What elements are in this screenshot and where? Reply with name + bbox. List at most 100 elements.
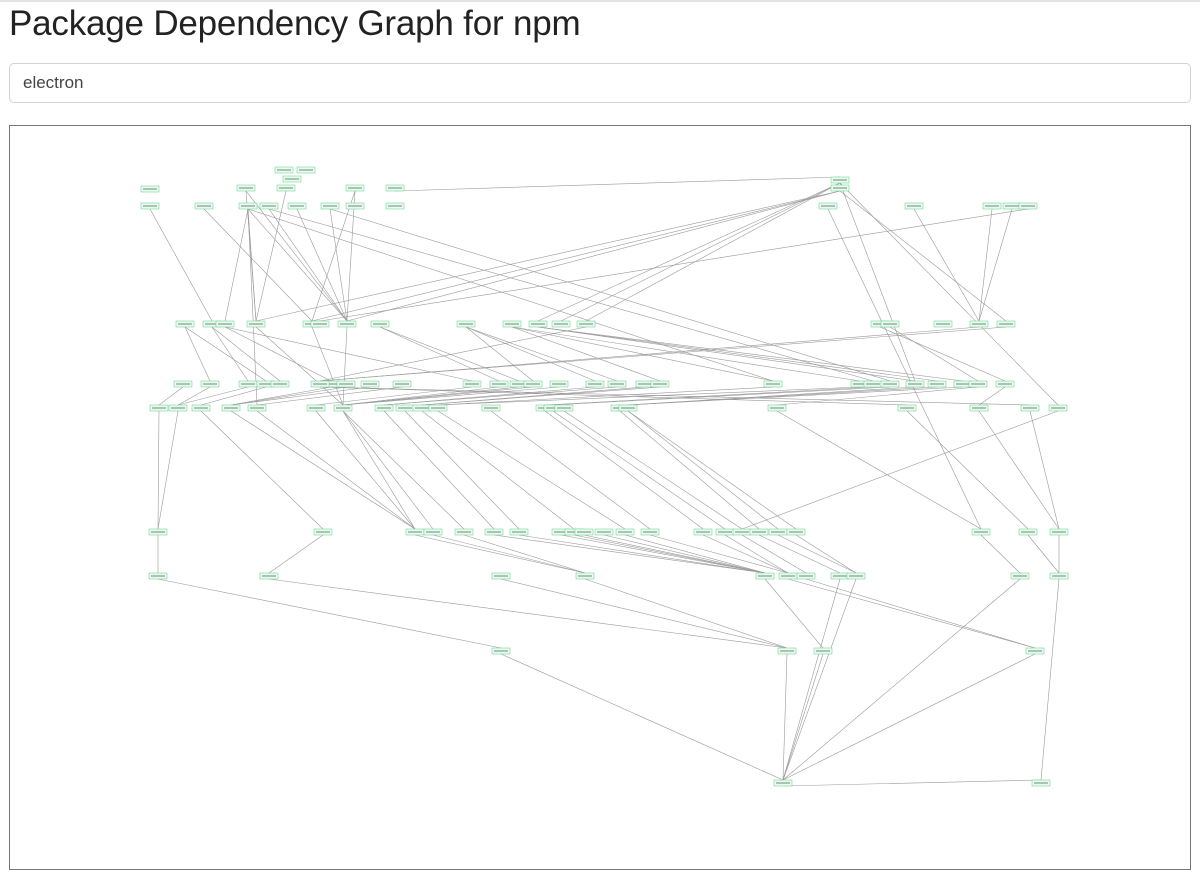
package-node[interactable] [1018,528,1038,536]
package-node[interactable] [310,380,330,388]
package-node[interactable] [247,404,267,412]
package-node[interactable] [640,528,660,536]
package-node[interactable] [345,184,365,192]
package-node[interactable] [491,647,511,655]
package-node[interactable] [191,404,211,412]
package-node[interactable] [933,320,953,328]
package-node[interactable] [405,528,425,536]
package-node[interactable] [310,320,330,328]
package-node[interactable] [574,528,594,536]
package-node[interactable] [336,380,356,388]
package-node[interactable] [148,528,168,536]
package-node[interactable] [594,528,614,536]
package-node[interactable] [313,528,333,536]
package-search-input[interactable] [10,64,1190,102]
package-node[interactable] [880,320,900,328]
package-node[interactable] [995,380,1015,388]
package-node[interactable] [374,404,394,412]
package-node[interactable] [509,528,529,536]
package-node[interactable] [370,320,390,328]
package-node[interactable] [1048,404,1068,412]
package-node[interactable] [650,380,670,388]
package-node[interactable] [333,404,353,412]
package-node[interactable] [796,572,816,580]
package-node[interactable] [173,380,193,388]
package-node[interactable] [905,380,925,388]
package-node[interactable] [221,404,241,412]
package-node[interactable] [238,380,258,388]
package-node[interactable] [423,528,443,536]
package-node[interactable] [615,528,635,536]
package-node[interactable] [194,202,214,210]
package-node[interactable] [502,320,522,328]
package-node[interactable] [693,528,713,536]
package-node[interactable] [818,202,838,210]
package-node[interactable] [238,202,258,210]
package-node[interactable] [491,572,511,580]
package-node[interactable] [575,572,595,580]
package-node[interactable] [969,320,989,328]
package-node[interactable] [1018,202,1038,210]
dependency-graph-canvas[interactable] [10,126,1190,869]
package-node[interactable] [528,320,548,328]
package-node[interactable] [897,404,917,412]
package-node[interactable] [215,320,235,328]
package-node[interactable] [763,380,783,388]
package-node[interactable] [337,320,357,328]
package-node[interactable] [607,380,627,388]
package-node[interactable] [484,528,504,536]
package-node[interactable] [777,647,797,655]
package-node[interactable] [168,404,188,412]
package-node[interactable] [927,380,947,388]
package-node[interactable] [768,528,788,536]
package-node[interactable] [392,380,412,388]
package-node[interactable] [385,184,405,192]
package-node[interactable] [395,404,415,412]
package-node[interactable] [149,404,169,412]
package-node[interactable] [385,202,405,210]
dependency-graph-panel[interactable] [9,125,1191,870]
package-node[interactable] [1020,404,1040,412]
package-node[interactable] [296,166,316,174]
package-node[interactable] [428,404,448,412]
package-node[interactable] [732,528,752,536]
package-node[interactable] [523,380,543,388]
package-node[interactable] [246,320,266,328]
package-node[interactable] [971,528,991,536]
package-node[interactable] [549,380,569,388]
package-node[interactable] [175,320,195,328]
package-node[interactable] [462,380,482,388]
package-node[interactable] [1049,572,1069,580]
package-node[interactable] [969,404,989,412]
package-node[interactable] [846,572,866,580]
package-node[interactable] [320,202,340,210]
package-node[interactable] [456,320,476,328]
package-node[interactable] [863,380,883,388]
package-node[interactable] [576,320,596,328]
package-node[interactable] [276,184,296,192]
package-node[interactable] [715,528,735,536]
package-node[interactable] [1010,572,1030,580]
package-node[interactable] [551,320,571,328]
package-node[interactable] [360,380,380,388]
package-node[interactable] [345,202,365,210]
search-box[interactable] [9,63,1191,103]
package-node[interactable] [270,380,290,388]
package-node[interactable] [830,184,850,192]
package-node[interactable] [786,528,806,536]
package-node[interactable] [140,185,160,193]
package-node[interactable] [755,572,775,580]
package-node[interactable] [1025,647,1045,655]
package-node[interactable] [306,404,326,412]
package-node[interactable] [830,572,850,580]
package-node[interactable] [1031,779,1051,787]
package-node[interactable] [554,404,574,412]
package-node[interactable] [140,202,160,210]
package-node[interactable] [481,404,501,412]
package-node[interactable] [489,380,509,388]
package-node[interactable] [148,572,168,580]
package-node[interactable] [904,202,924,210]
package-node[interactable] [982,202,1002,210]
package-node[interactable] [274,166,294,174]
package-node[interactable] [618,404,638,412]
